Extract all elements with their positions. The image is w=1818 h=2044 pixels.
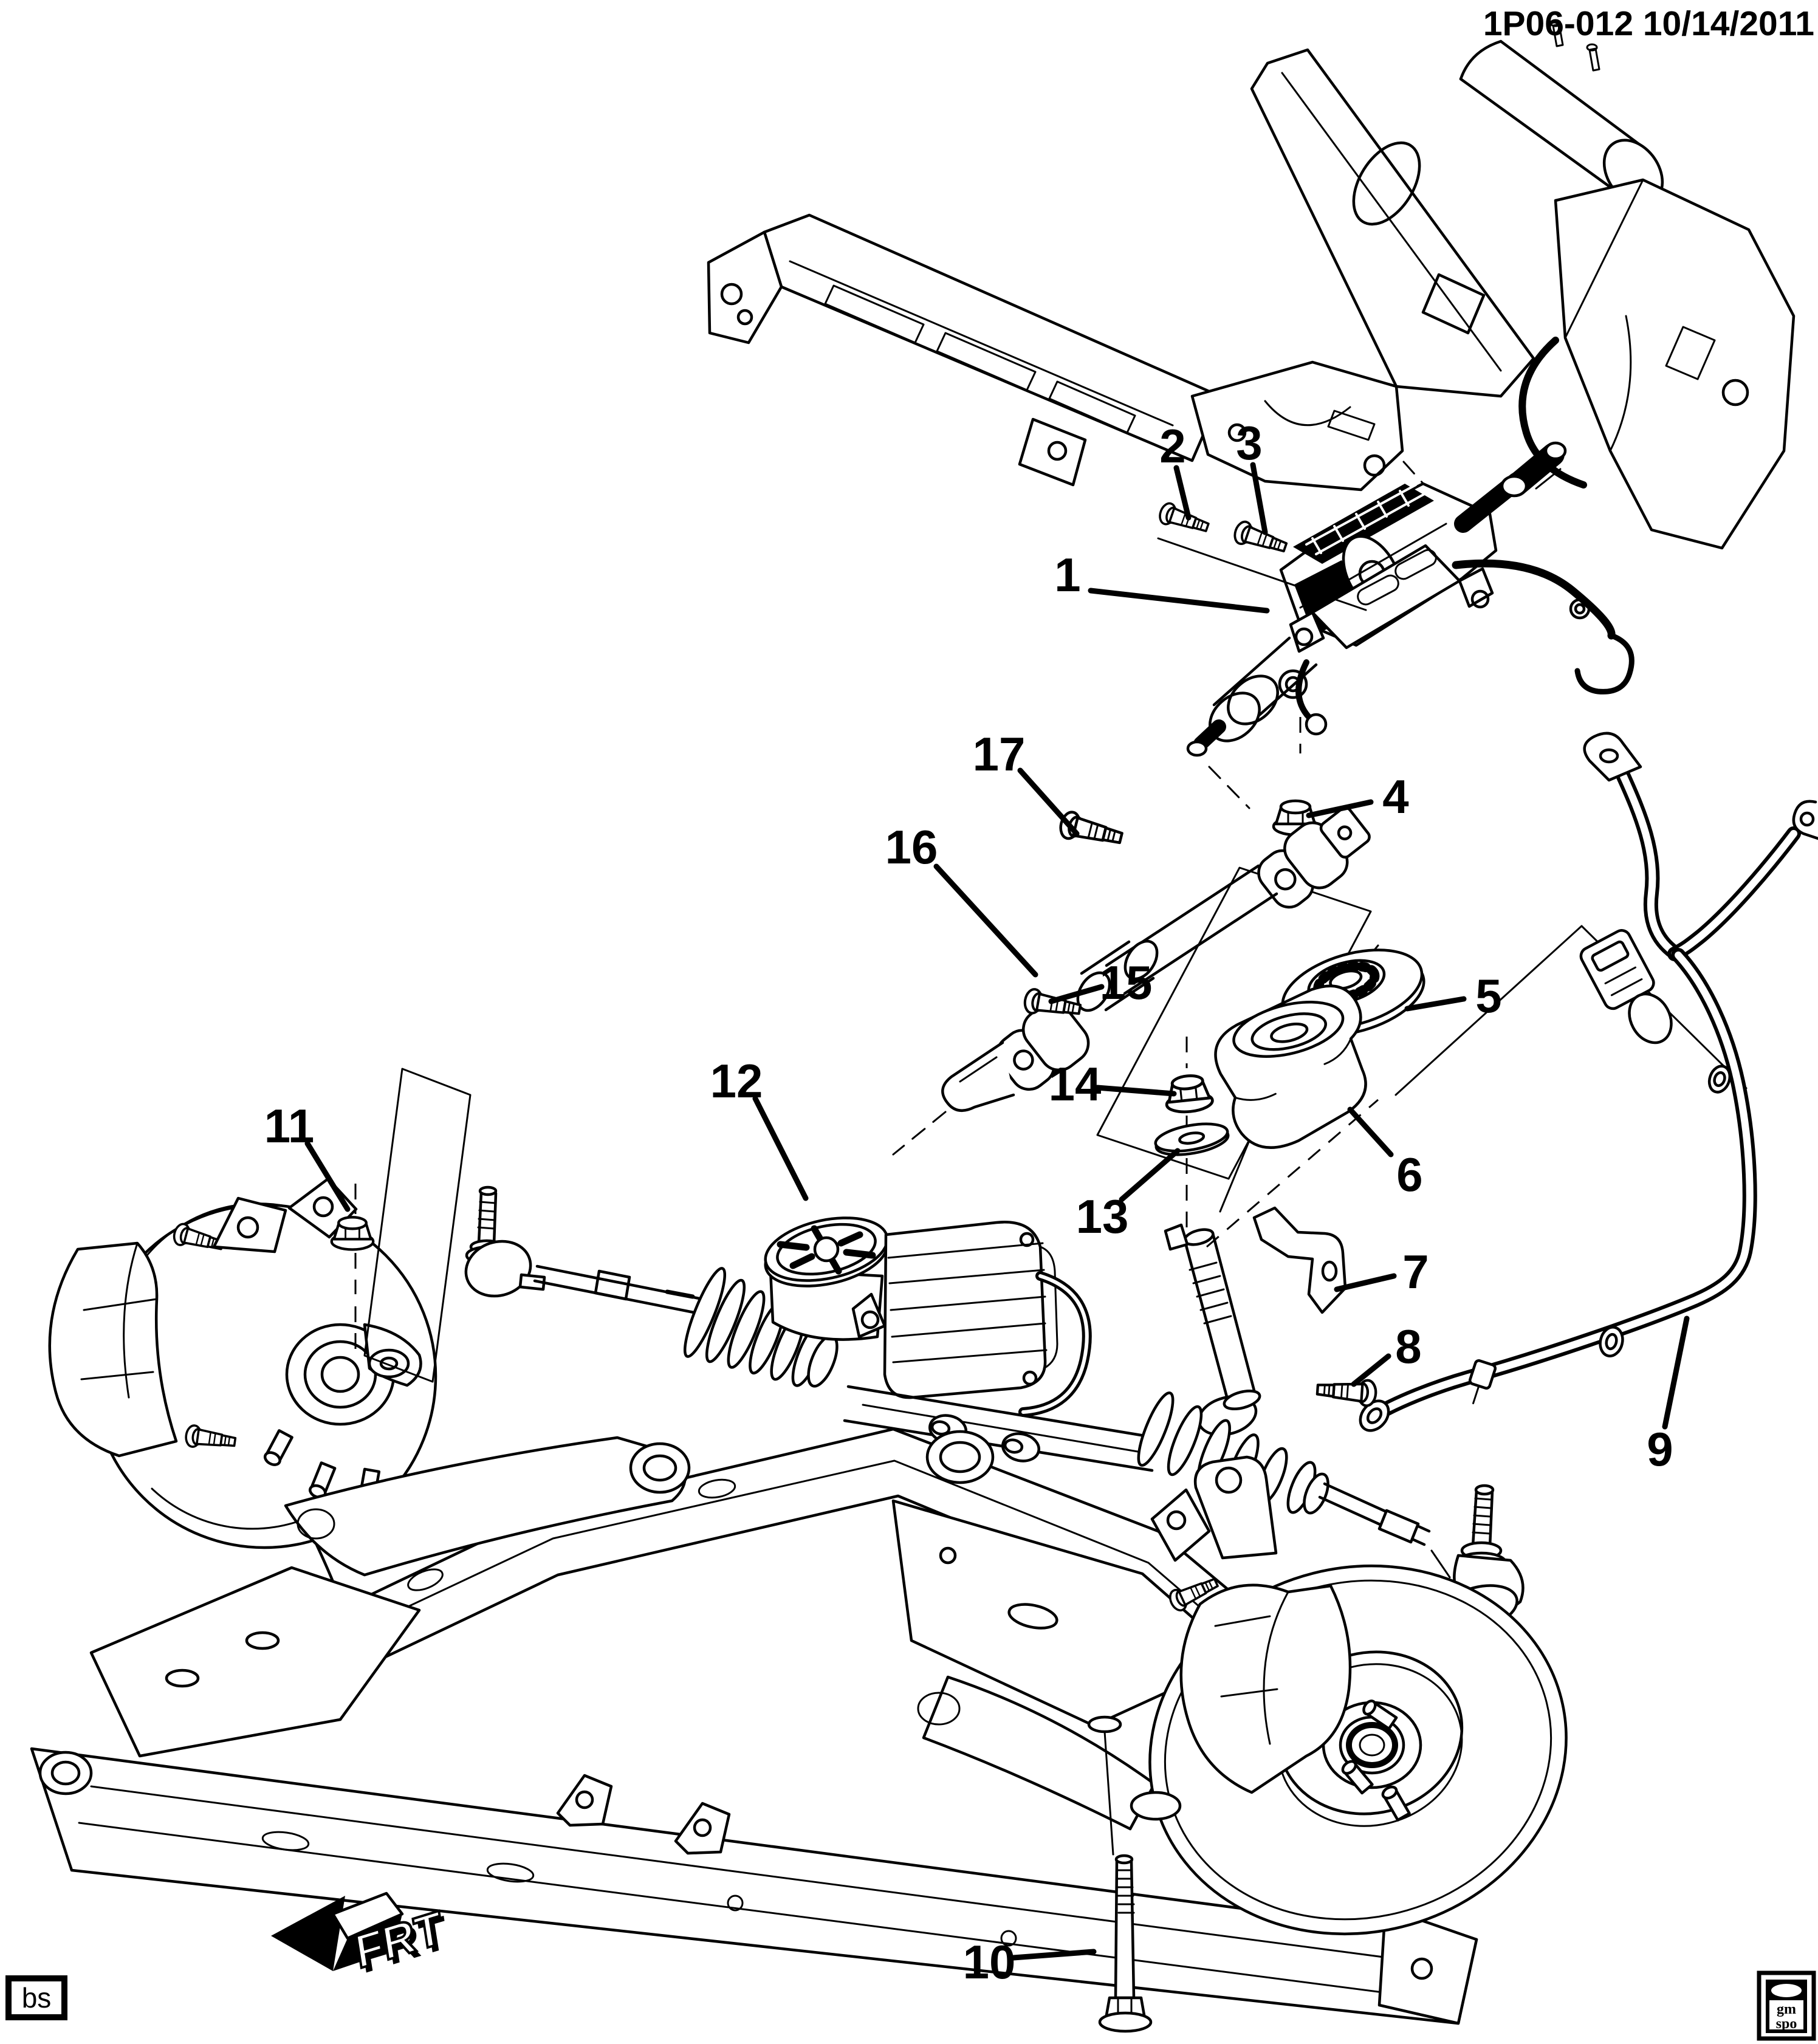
callout-leader-line xyxy=(1351,1353,1391,1387)
callout-leader-line xyxy=(1250,462,1268,535)
callout-leader-line xyxy=(1334,1273,1397,1292)
gear-mount-fasteners-art xyxy=(1154,1074,1230,1156)
gear-bracket-art xyxy=(1252,1206,1377,1406)
right-brake-art xyxy=(1130,1455,1568,1936)
callout-leader-line xyxy=(1119,1148,1181,1202)
callout-number: 17 xyxy=(973,727,1026,781)
callout-number: 6 xyxy=(1396,1148,1422,1201)
drawing-number: 1P06-012 10/14/2011 xyxy=(1483,4,1814,43)
callout-11: 11 xyxy=(264,1099,351,1212)
callout-number: 8 xyxy=(1395,1320,1421,1373)
harness-art xyxy=(1359,732,1818,1432)
column-fasteners-art xyxy=(1156,500,1367,835)
callout-leader-line xyxy=(1662,1315,1690,1430)
callout-leader-line xyxy=(1010,1949,1097,1961)
callout-leader-line xyxy=(752,1096,809,1201)
callout-number: 16 xyxy=(885,820,938,874)
callout-10: 10 xyxy=(963,1935,1097,1989)
callout-16: 16 xyxy=(885,820,1038,978)
callout-leader-line xyxy=(1088,588,1270,614)
gm-spo-logo: gm spo xyxy=(1757,1970,1816,2041)
subframe-bolt-art xyxy=(1098,1730,1153,2033)
callout-8: 8 xyxy=(1351,1320,1422,1387)
callout-number: 11 xyxy=(264,1099,314,1153)
callout-number: 15 xyxy=(1100,956,1153,1009)
callout-leader-line xyxy=(933,863,1038,978)
callout-13: 13 xyxy=(1076,1148,1181,1243)
callout-4: 4 xyxy=(1306,770,1409,823)
frt-direction-arrow: FRT FRT xyxy=(271,1891,451,1984)
cowl-structure-art xyxy=(707,19,1796,550)
callout-7: 7 xyxy=(1334,1245,1429,1298)
callout-6: 6 xyxy=(1347,1106,1423,1201)
tie-rod-nut-art xyxy=(332,1068,472,1383)
callout-9: 9 xyxy=(1647,1315,1690,1476)
callout-number: 2 xyxy=(1159,419,1185,473)
steering-gear-art xyxy=(464,1185,1525,1631)
callout-2: 2 xyxy=(1159,419,1192,521)
callout-number: 1 xyxy=(1054,548,1080,602)
callout-leader-line xyxy=(1048,984,1105,1004)
callout-number: 4 xyxy=(1382,770,1408,823)
callout-14: 14 xyxy=(1049,1057,1177,1111)
callout-number: 14 xyxy=(1049,1057,1102,1111)
callout-leader-line xyxy=(304,1140,351,1212)
callout-leader-line xyxy=(1347,1106,1394,1157)
callout-17: 17 xyxy=(973,727,1080,837)
steering-column-art xyxy=(1186,441,1634,809)
callout-12: 12 xyxy=(710,1054,809,1201)
callout-number: 12 xyxy=(710,1054,763,1108)
callout-number: 9 xyxy=(1647,1422,1673,1476)
callout-1: 1 xyxy=(1054,548,1270,614)
callout-5: 5 xyxy=(1404,969,1502,1023)
callout-3: 3 xyxy=(1236,416,1268,535)
callout-leader-line xyxy=(1017,767,1080,837)
callout-number: 5 xyxy=(1475,969,1501,1023)
callout-number: 3 xyxy=(1236,416,1262,470)
callout-number: 7 xyxy=(1402,1245,1429,1298)
column-bushing-art xyxy=(1214,984,1367,1149)
callout-leader-line xyxy=(1306,799,1374,818)
callout-number: 10 xyxy=(963,1935,1016,1989)
callout-15: 15 xyxy=(1048,956,1153,1009)
logo-spo: spo xyxy=(1776,2016,1797,2032)
corner-code: bs xyxy=(22,1982,52,2014)
corner-code-box: bs xyxy=(5,1975,67,2020)
callout-number: 13 xyxy=(1076,1190,1129,1243)
callout-leader-line xyxy=(1094,1085,1177,1097)
logo-gm: gm xyxy=(1777,2001,1796,2017)
callout-leader-line xyxy=(1173,465,1192,521)
subframe-art xyxy=(30,1427,1478,2025)
callout-leader-line xyxy=(1404,996,1467,1012)
